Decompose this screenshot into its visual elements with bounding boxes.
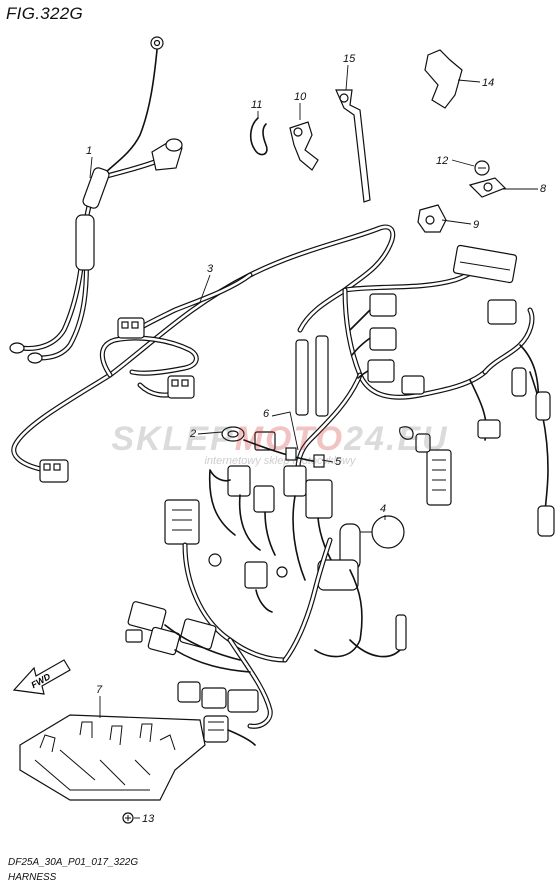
callout-12: 12 bbox=[436, 155, 448, 167]
lower-harness-branch bbox=[125, 499, 407, 746]
harness-connectors bbox=[39, 244, 555, 537]
bracket-part-7 bbox=[19, 714, 206, 801]
callout-10: 10 bbox=[294, 91, 307, 103]
callout-6: 6 bbox=[263, 408, 270, 420]
callout-4: 4 bbox=[380, 503, 386, 515]
clips-clamps bbox=[249, 49, 507, 233]
sensor-part-4 bbox=[314, 515, 405, 658]
callout-5: 5 bbox=[335, 456, 342, 468]
callout-7: 7 bbox=[96, 684, 103, 696]
callout-1: 1 bbox=[86, 145, 92, 157]
callout-11: 11 bbox=[251, 99, 262, 111]
figure-code: DF25A_30A_P01_017_322G bbox=[8, 857, 139, 868]
callout-2: 2 bbox=[189, 428, 196, 440]
figure-title: FIG.322G bbox=[6, 4, 84, 23]
ground-terminal-part-2 bbox=[221, 426, 321, 463]
relay-fuse-cluster-parts-5-6 bbox=[208, 335, 341, 581]
callout-3: 3 bbox=[207, 263, 214, 275]
callout-13: 13 bbox=[142, 813, 155, 825]
callout-15: 15 bbox=[343, 53, 356, 65]
screw-part-13 bbox=[122, 812, 134, 824]
battery-cable-part-1 bbox=[9, 36, 183, 364]
figure-name: HARNESS bbox=[8, 872, 57, 883]
forward-direction-arrow: FWD bbox=[12, 659, 71, 695]
callout-14: 14 bbox=[482, 77, 494, 89]
callout-labels: 1 2 3 4 5 6 7 8 9 10 11 12 13 14 15 bbox=[86, 53, 547, 825]
callout-9: 9 bbox=[473, 219, 479, 231]
callout-8: 8 bbox=[540, 183, 547, 195]
